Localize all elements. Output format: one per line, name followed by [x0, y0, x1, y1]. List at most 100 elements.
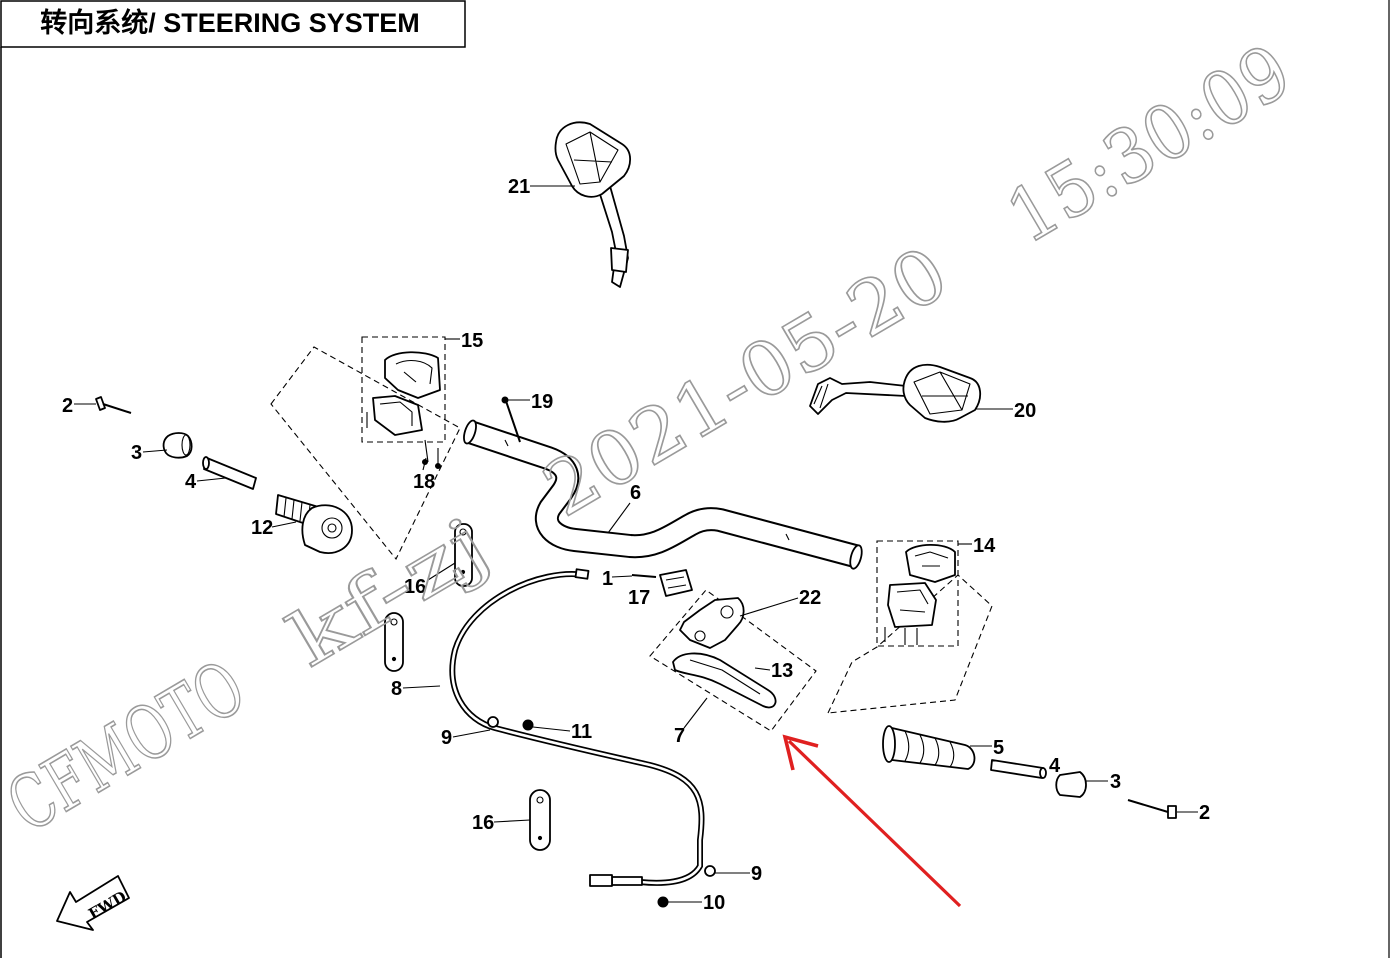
bar-end-left-face [181, 434, 191, 456]
callout-5: 5 [993, 737, 1004, 759]
handlebar-left-end [463, 419, 477, 445]
grip-5-ridges [904, 730, 955, 768]
block-17 [659, 569, 693, 597]
watermark-date: 2021-05-20 [529, 230, 962, 534]
lever-perch-pivot [694, 630, 706, 642]
cable-clip-upper [487, 716, 499, 728]
clutch-lever-13 [672, 652, 777, 709]
bolt-left-shaft [102, 403, 132, 414]
callout-13: 13 [771, 660, 793, 682]
leader-line [422, 457, 427, 471]
throttle-housing [301, 504, 353, 554]
left-bar-end-set [95, 396, 257, 490]
callout-6: 6 [630, 482, 641, 504]
switch-right-upper-housing [905, 543, 956, 583]
callout-11: 11 [571, 721, 592, 743]
bar-end-right [1055, 771, 1087, 798]
callouts: 21 15 2 19 3 4 18 12 6 20 14 16 1 17 22 … [62, 176, 1210, 914]
leader-line [493, 819, 531, 823]
leader-line [452, 729, 491, 738]
clutch-cable [449, 568, 716, 908]
mirror-right-stem [809, 377, 907, 415]
clutch-cable-ferrule [574, 568, 590, 580]
leader-line [427, 562, 456, 581]
callout-3-right: 3 [1110, 771, 1121, 793]
callout-21: 21 [508, 176, 530, 198]
callout-18: 18 [413, 471, 435, 493]
page-title: 转向系统/ STEERING SYSTEM [40, 7, 420, 38]
callout-15: 15 [461, 330, 483, 352]
switch-14-box [876, 540, 959, 647]
bracket-16-lower-hole-2 [537, 835, 543, 841]
switch-right-screws [884, 627, 918, 645]
tube-left [203, 457, 257, 490]
tube-right [990, 759, 1044, 779]
red-arrow-shaft [787, 739, 962, 908]
left-switch-assembly-outline [270, 346, 461, 561]
nut-11 [522, 719, 534, 731]
bar-end-left [162, 432, 193, 459]
clutch-lever-edge [689, 659, 761, 695]
handlebar-body [466, 422, 858, 566]
screw-19 [501, 396, 521, 443]
switch-right-lower-housing [887, 582, 937, 628]
fwd-arrow-icon [56, 875, 130, 931]
callout-16-lower: 16 [472, 812, 494, 834]
callout-10: 10 [703, 892, 725, 914]
leader-line [142, 449, 168, 453]
leader-line [607, 502, 631, 534]
callout-22: 22 [799, 587, 821, 609]
leader-line [196, 477, 227, 482]
assembly-outlines [270, 336, 993, 732]
watermark: CFMOTO kf-zj 2021-05-20 15:30:09 [0, 28, 1306, 851]
throttle-grip-ridges [283, 497, 311, 525]
switch-housing-left [366, 351, 441, 469]
callout-2-left: 2 [62, 395, 73, 417]
mirror-left-joint [610, 247, 629, 273]
switch-housing-right [884, 543, 956, 645]
bolt-left-head [95, 396, 106, 411]
bracket-16-middle-hole [390, 618, 398, 626]
leader-line [611, 575, 633, 578]
callout-4-left: 4 [185, 471, 197, 493]
cable-brackets [384, 523, 551, 851]
switch-15-box [361, 336, 446, 443]
leader-lines [74, 185, 1198, 903]
callout-3-left: 3 [131, 442, 142, 464]
callout-9-upper: 9 [441, 727, 452, 749]
right-grip-set [882, 725, 1177, 819]
leader-line [683, 697, 708, 729]
callout-14: 14 [973, 535, 996, 557]
switch-right-lower-detail [896, 589, 929, 613]
clutch-lever-assembly [631, 569, 777, 709]
mirror-right-face [913, 371, 971, 415]
block-17-detail [665, 576, 687, 589]
mirror-right [809, 363, 981, 423]
throttle-pulley-hub [327, 523, 337, 533]
screw-18-head-2 [435, 463, 441, 469]
leader-line [532, 726, 571, 732]
mirror-left-face [565, 131, 619, 185]
mirror-left [554, 121, 632, 288]
nut-10 [657, 896, 669, 908]
clutch-cable-end-adjuster [611, 876, 643, 886]
clutch-cable-end [589, 874, 613, 887]
switch-left-lower-detail [379, 401, 413, 426]
screw-19-head [501, 396, 509, 404]
callout-4-right: 4 [1049, 755, 1061, 777]
callout-20: 20 [1014, 400, 1036, 422]
right-grip-assembly-outline [827, 574, 993, 714]
screw-1 [631, 574, 657, 578]
clutch-cable-inner [451, 572, 703, 885]
title-box [0, 0, 466, 48]
bolt-right-shaft [1127, 799, 1169, 813]
grip-5 [891, 727, 976, 770]
leader-line [739, 597, 799, 617]
leader-line [754, 667, 771, 671]
screw-19-shaft [505, 400, 521, 443]
handlebar-right-end [849, 544, 863, 570]
lever-perch-clamp [720, 605, 734, 619]
callout-12: 12 [251, 517, 273, 539]
handlebar-marks [504, 439, 790, 541]
